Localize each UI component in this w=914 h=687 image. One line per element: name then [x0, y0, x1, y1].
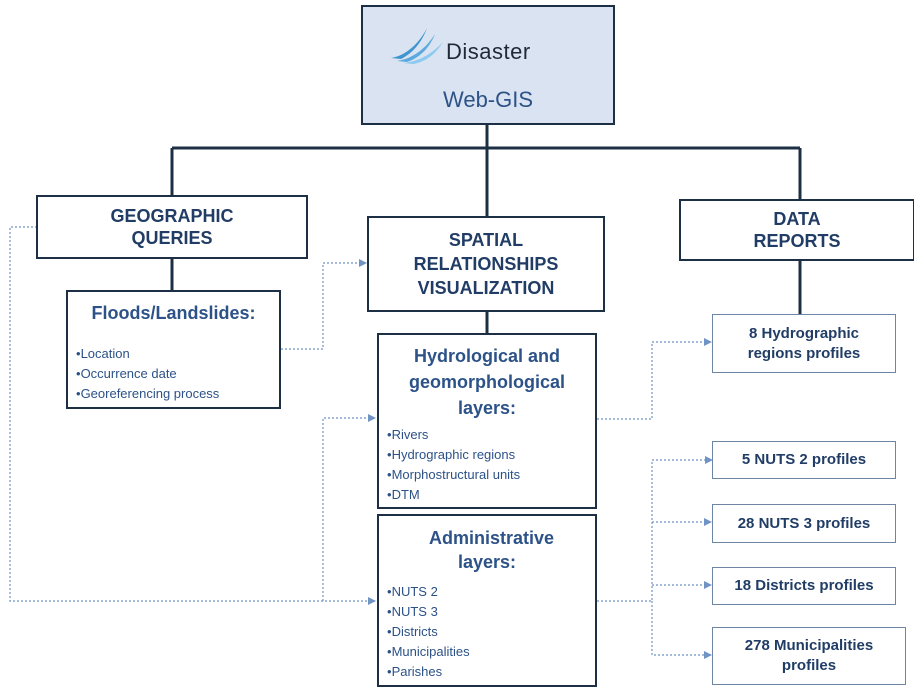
report-nuts2-label: 5 NUTS 2 profiles: [741, 451, 867, 468]
administrative-layers-title: Administrative layers:: [429, 528, 555, 572]
list-item: Rivers: [387, 425, 595, 445]
report-districts-label: 18 Districts profiles: [734, 577, 874, 594]
administrative-layers-box: Administrative layers: NUTS 2 NUTS 3 Dis…: [377, 514, 597, 687]
floods-landslides-title: Floods/Landslides:: [91, 303, 256, 323]
geographic-to-admin-link: [9, 226, 376, 605]
list-item: Hydrographic regions: [387, 445, 595, 465]
spatial-relationships-box: SPATIAL RELATIONSHIPS VISUALIZATION: [367, 216, 605, 312]
report-municipalities-label: 278 Municipalities profiles: [744, 637, 874, 674]
dotted-links: [9, 226, 713, 659]
disaster-logo-text: Disaster: [446, 39, 531, 64]
disaster-webgis-box: Disaster Web-GIS: [361, 5, 615, 125]
hydrological-layers-box: Hydrological and geomorphological layers…: [377, 333, 597, 509]
hydro-to-report-link: [597, 338, 712, 420]
administrative-layers-list: NUTS 2 NUTS 3 Districts Municipalities P…: [387, 582, 595, 682]
floods-landslides-list: Location Occurrence date Georeferencing …: [76, 344, 279, 404]
hydrological-layers-list: Rivers Hydrographic regions Morphostruct…: [387, 425, 595, 505]
data-reports-box: DATA REPORTS: [679, 199, 914, 261]
report-nuts3: 28 NUTS 3 profiles: [712, 504, 896, 543]
report-hydrographic-regions: 8 Hydrographic regions profiles: [712, 314, 896, 373]
link-municipalities: [651, 601, 712, 659]
hierarchy-lines: [170, 123, 802, 334]
hydrological-layers-title: Hydrological and geomorphological layers…: [408, 346, 565, 418]
list-item: NUTS 2: [387, 582, 595, 602]
report-nuts3-label: 28 NUTS 3 profiles: [737, 514, 871, 532]
report-municipalities: 278 Municipalities profiles: [712, 627, 906, 685]
list-item: Occurrence date: [76, 364, 279, 384]
list-item: DTM: [387, 485, 595, 505]
list-item: NUTS 3: [387, 602, 595, 622]
webgis-title: Web-GIS: [442, 87, 534, 112]
geographic-queries-box: GEOGRAPHIC QUERIES: [36, 195, 308, 259]
to-hydro-link: [322, 414, 376, 601]
report-hydrographic-regions-label: 8 Hydrographic regions profiles: [747, 324, 861, 362]
data-reports-title: DATA REPORTS: [753, 209, 841, 251]
floods-to-spatial-link: [281, 259, 367, 350]
list-item: Georeferencing process: [76, 384, 279, 404]
spatial-relationships-title: SPATIAL RELATIONSHIPS VISUALIZATION: [413, 230, 559, 298]
list-item: Districts: [387, 622, 595, 642]
report-nuts2: 5 NUTS 2 profiles: [712, 441, 896, 479]
disaster-logo-icon: [391, 28, 443, 64]
report-districts: 18 Districts profiles: [712, 567, 896, 605]
geographic-queries-title: GEOGRAPHIC QUERIES: [110, 206, 234, 248]
admin-report-spine: [597, 460, 653, 602]
floods-landslides-box: Floods/Landslides: Location Occurrence d…: [66, 290, 281, 409]
list-item: Municipalities: [387, 642, 595, 662]
list-item: Location: [76, 344, 279, 364]
list-item: Parishes: [387, 662, 595, 682]
list-item: Morphostructural units: [387, 465, 595, 485]
